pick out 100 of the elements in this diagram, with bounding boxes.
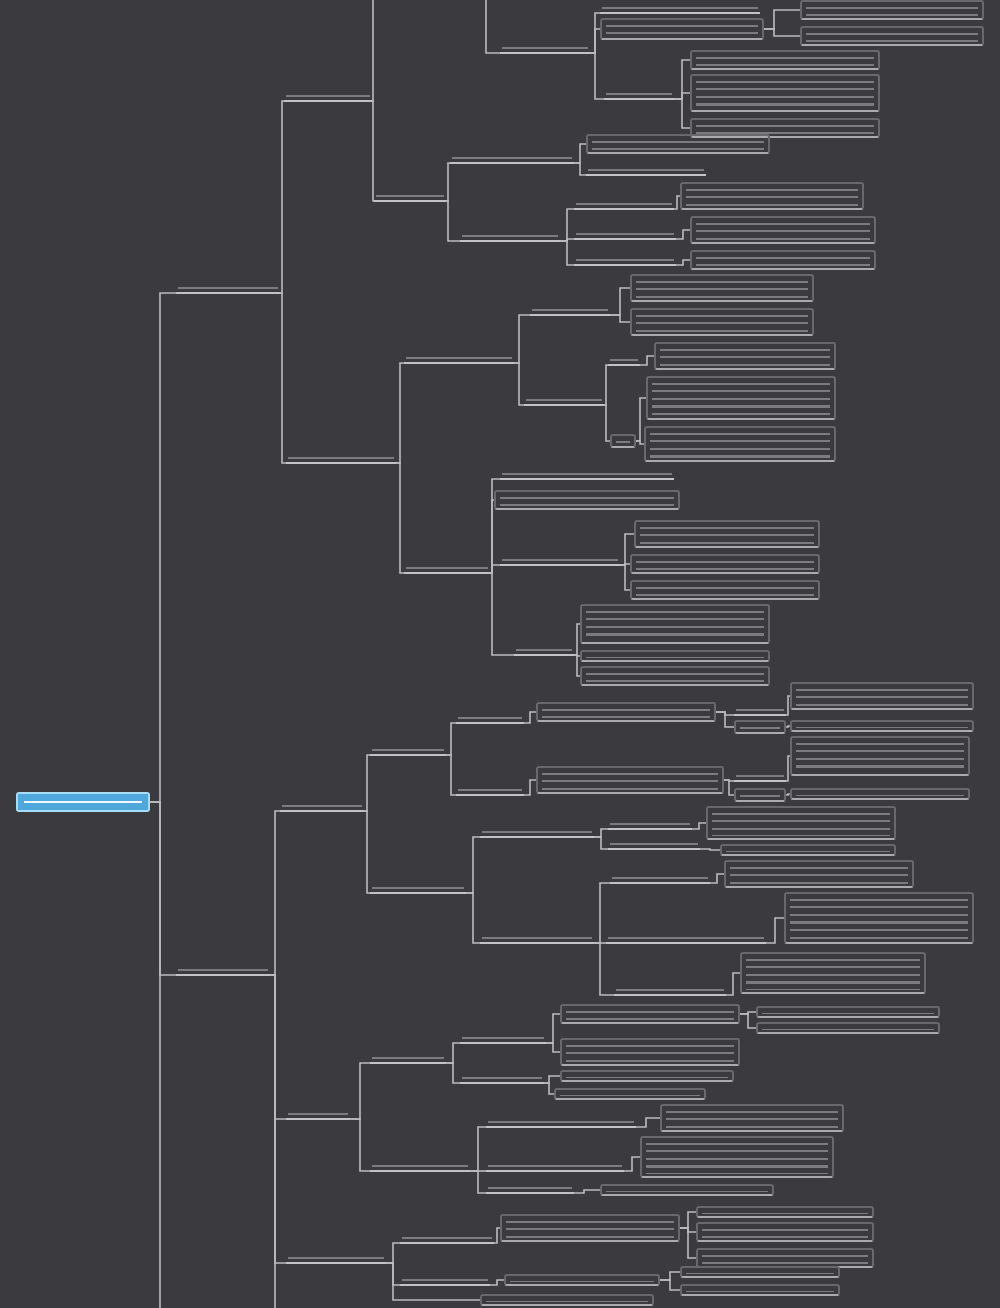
note-box [734, 720, 786, 734]
connector-line [593, 942, 615, 996]
topic-label [404, 352, 514, 364]
connector-line [493, 1227, 501, 1244]
connector-line [445, 200, 461, 242]
note-box [630, 274, 814, 302]
connector-line [371, 0, 374, 102]
note-box [660, 1104, 844, 1132]
connector-line [635, 397, 647, 442]
connector-line [675, 229, 691, 240]
connector-line [739, 1013, 757, 1029]
topic-label [286, 452, 396, 464]
note-box [560, 1004, 740, 1024]
connector-line [763, 28, 801, 37]
note-box [720, 844, 896, 856]
note-box [640, 1136, 834, 1178]
note-box [630, 554, 820, 574]
note-box [680, 182, 864, 210]
note-box [536, 702, 716, 722]
note-box [696, 1248, 874, 1268]
connector-line [589, 28, 601, 54]
connector-line [523, 711, 537, 724]
topic-label [574, 198, 674, 210]
topic-label [404, 562, 490, 574]
note-box [560, 1038, 740, 1066]
connector-line [785, 725, 791, 728]
connector-line [673, 98, 691, 129]
note-box [554, 1088, 706, 1100]
note-box [680, 1284, 840, 1296]
connector-line [371, 100, 375, 202]
note-box [690, 216, 876, 244]
note-box [790, 788, 970, 800]
topic-label [400, 1274, 490, 1286]
connector-line [725, 972, 741, 996]
note-box [630, 580, 820, 600]
connector-line [635, 440, 645, 445]
note-box [756, 1022, 940, 1034]
connector-line [785, 793, 791, 796]
note-box [600, 1184, 774, 1196]
note-box [586, 134, 770, 154]
connector-line [723, 779, 735, 796]
connector-line [573, 623, 581, 656]
connector-line [363, 810, 371, 894]
note-box [696, 1206, 874, 1218]
connector-line [523, 779, 537, 796]
connector-line [573, 162, 587, 176]
connector-line [593, 836, 609, 850]
connector-line [489, 1279, 505, 1286]
connector-line [543, 1082, 555, 1095]
connector-line [659, 1279, 681, 1291]
note-box [560, 1070, 734, 1082]
topic-label [480, 826, 594, 838]
connector-line [593, 882, 611, 944]
connector-line [573, 143, 587, 164]
connector-line [545, 1042, 561, 1053]
note-box [536, 766, 724, 794]
topic-label [608, 354, 640, 366]
connector-line [279, 292, 287, 464]
connector-line [465, 892, 481, 944]
topic-label [370, 882, 466, 894]
note-box [600, 18, 764, 40]
connector-line [603, 364, 609, 406]
note-box [706, 806, 896, 840]
connector-line [395, 362, 405, 464]
topic-label [370, 1052, 446, 1064]
connector-line [513, 362, 525, 406]
note-box [580, 650, 770, 662]
note-box [630, 308, 814, 336]
note-box [580, 666, 770, 686]
note-box [680, 1266, 840, 1278]
connector-line [675, 259, 691, 266]
topic-label [176, 282, 280, 294]
connector-line [785, 695, 791, 716]
topic-label [280, 800, 364, 812]
note-box [696, 1222, 874, 1242]
connector-line [349, 1118, 371, 1172]
connector-line [589, 52, 605, 100]
topic-label [574, 254, 676, 266]
topic-label [500, 554, 620, 566]
connector-line [363, 754, 371, 812]
connector-line [699, 848, 721, 851]
note-box [790, 720, 974, 732]
topic-label [586, 164, 706, 176]
connector-line [269, 974, 276, 1308]
note-box [790, 736, 970, 776]
connector-line [559, 240, 575, 266]
note-box [784, 892, 974, 944]
note-box [504, 1274, 660, 1286]
connector-line [709, 873, 725, 884]
connector-line [679, 1227, 697, 1259]
note-box [690, 74, 880, 112]
connector-line [445, 162, 451, 202]
note-box [790, 682, 974, 710]
topic-label [606, 932, 766, 944]
topic-label [608, 818, 692, 830]
connector-line [623, 1156, 641, 1172]
topic-label [176, 964, 270, 976]
topic-label [370, 744, 446, 756]
connector-line [445, 754, 457, 796]
connector-line [279, 100, 285, 294]
